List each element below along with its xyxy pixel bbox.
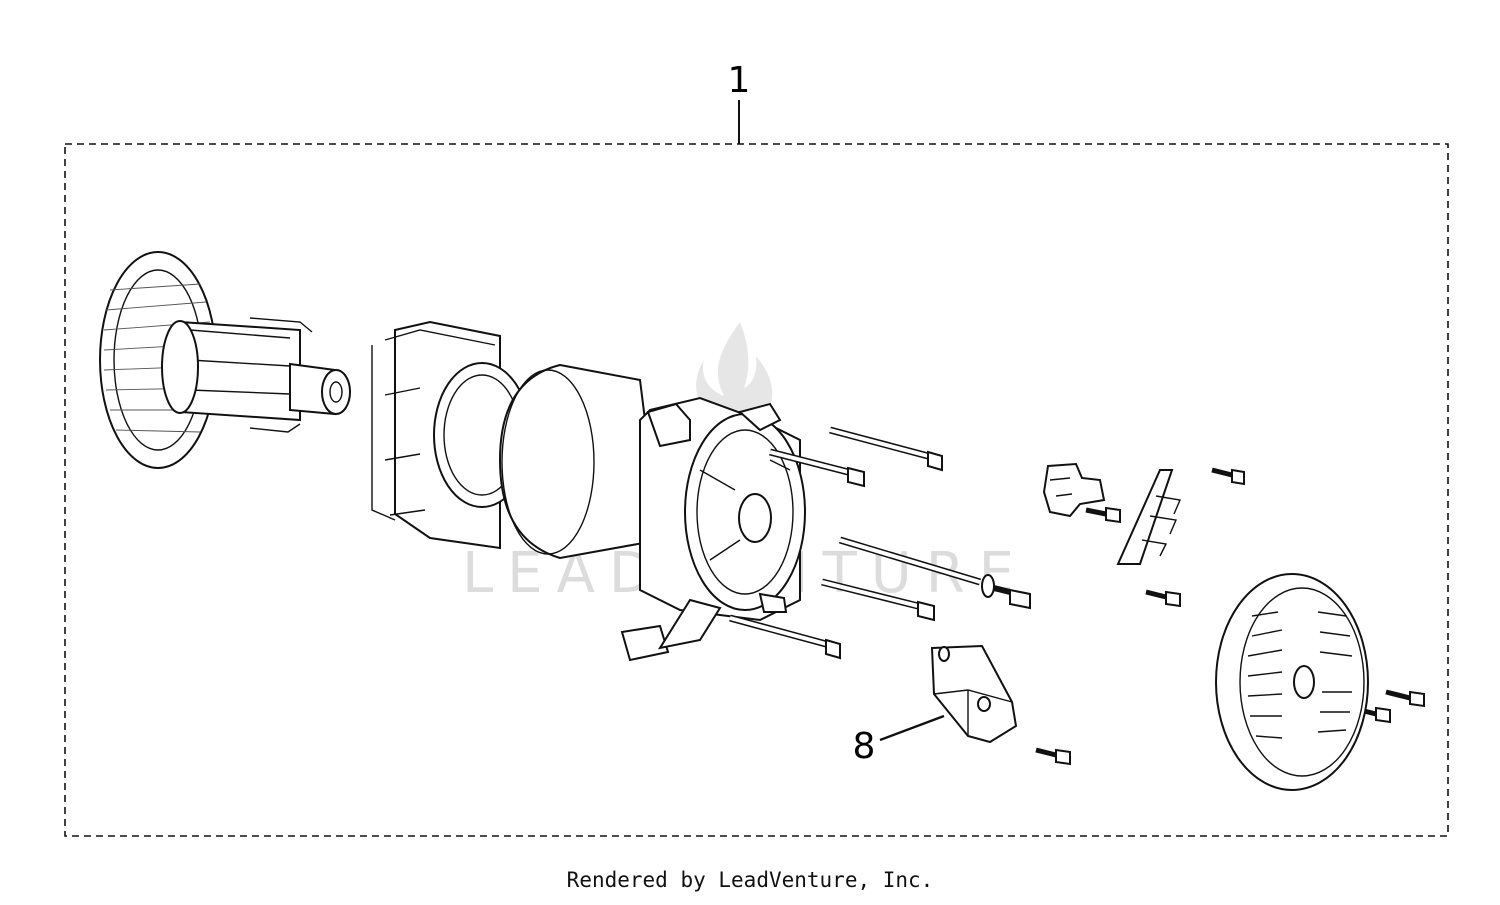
assembly-boundary: [64, 143, 1449, 837]
screw-1: [1211, 467, 1245, 486]
screw-3: [1145, 589, 1181, 608]
voltage-regulator: [930, 644, 1018, 744]
footer-credit: Rendered by LeadVenture, Inc.: [566, 868, 934, 892]
stator-winding: [498, 363, 662, 560]
callout-8-leader: [879, 714, 945, 742]
watermark-flame-icon: [696, 322, 773, 427]
bolt-1: [829, 426, 943, 472]
end-cover-hub: [1293, 665, 1315, 699]
callout-8-label: 8: [853, 726, 876, 767]
screw-2: [1085, 506, 1121, 524]
rotor-bearing: [321, 369, 351, 415]
rear-housing: [620, 396, 806, 662]
brush-holder: [1042, 462, 1106, 518]
bolt-4: [821, 578, 935, 622]
through-bolts: [729, 426, 1031, 660]
bolt-5: [729, 614, 841, 660]
end-cover: [1215, 573, 1369, 791]
bolt-2: [769, 448, 865, 488]
housing-bearing-seat: [738, 493, 772, 543]
callout-8: 8: [853, 714, 945, 767]
callout-1-label: 1: [728, 60, 751, 101]
screw-4: [1035, 747, 1071, 766]
callout-1: 1: [728, 60, 751, 144]
bolt-3: [838, 536, 1031, 610]
rotor-assembly: [99, 251, 351, 469]
screw-6: [1385, 689, 1425, 708]
terminal-block: [1116, 469, 1181, 565]
